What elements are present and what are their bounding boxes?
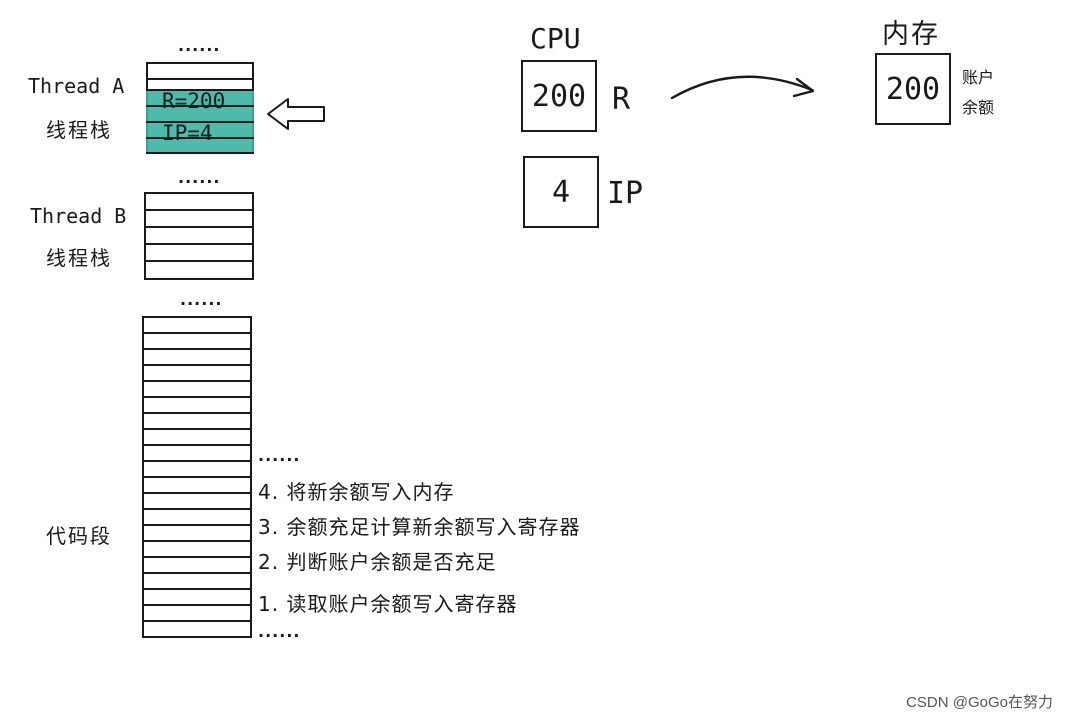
code-step-1: 1. 读取账户余额写入寄存器 xyxy=(258,592,518,616)
code-segment-row-line xyxy=(142,428,252,430)
memory-caption-line2: 余额 xyxy=(962,98,995,117)
code-segment-row-line xyxy=(142,476,252,478)
register-ip-value: 4 xyxy=(551,174,571,210)
thread-a-label: Thread A xyxy=(28,74,125,98)
code-segment-row-line xyxy=(142,396,252,398)
code-segment-row-line xyxy=(142,348,252,350)
thread-b-stack-label: 线程栈 xyxy=(46,246,112,270)
code-segment-row-line xyxy=(142,364,252,366)
code-segment-row-line xyxy=(142,556,252,558)
memory-balance-value: 200 xyxy=(885,71,941,107)
code-segment-row-line xyxy=(142,604,252,606)
code-segment-label: 代码段 xyxy=(46,524,112,548)
stack-b-top-ellipsis: ...... xyxy=(178,168,221,187)
pointer-arrow-icon xyxy=(267,98,325,130)
register-r-name: R xyxy=(612,82,631,117)
code-top-ellipsis: ...... xyxy=(180,290,223,309)
code-segment-row-line xyxy=(142,524,252,526)
code-segment-row-line xyxy=(142,460,252,462)
code-segment-row-line xyxy=(142,572,252,574)
thread-b-stack xyxy=(144,192,254,280)
code-segment-row-line xyxy=(142,508,252,510)
code-step-2: 2. 判断账户余额是否充足 xyxy=(258,550,497,574)
code-segment-row-line xyxy=(142,316,252,318)
thread-a-stack-label: 线程栈 xyxy=(46,118,112,142)
frame-r-value: R=200 xyxy=(162,89,226,113)
cpu-to-memory-arrow-icon xyxy=(670,75,815,100)
register-ip-name: IP xyxy=(607,176,644,211)
thread-b-label: Thread B xyxy=(30,204,127,228)
code-segment-row-line xyxy=(142,332,252,334)
stack-a-top-ellipsis: ...... xyxy=(178,36,221,55)
cpu-title: CPU xyxy=(530,22,581,55)
code-steps-bottom-ellipsis: ...... xyxy=(258,622,301,641)
code-segment-stack xyxy=(142,316,252,638)
code-segment-row-line xyxy=(142,540,252,542)
watermark: CSDN @GoGo在努力 xyxy=(906,694,1053,711)
code-segment-row-line xyxy=(142,492,252,494)
register-r-value: 200 xyxy=(531,78,587,114)
code-segment-row-line xyxy=(142,444,252,446)
memory-balance-box: 200 xyxy=(875,53,951,125)
code-segment-row-line xyxy=(142,636,252,638)
thread-a-stack: R=200 IP=4 xyxy=(146,62,254,154)
code-segment-row-line xyxy=(142,412,252,414)
code-step-4: 4. 将新余额写入内存 xyxy=(258,480,455,504)
code-segment-row-line xyxy=(142,588,252,590)
frame-ip-value: IP=4 xyxy=(162,121,213,145)
code-segment-row-line xyxy=(142,620,252,622)
code-segment-row-line xyxy=(142,380,252,382)
memory-title: 内存 xyxy=(882,19,940,50)
code-step-3: 3. 余额充足计算新余额写入寄存器 xyxy=(258,515,581,539)
code-steps-top-ellipsis: ...... xyxy=(258,446,301,465)
register-ip-box: 4 xyxy=(523,156,599,228)
memory-caption-line1: 账户 xyxy=(962,68,995,87)
register-r-box: 200 xyxy=(521,60,597,132)
